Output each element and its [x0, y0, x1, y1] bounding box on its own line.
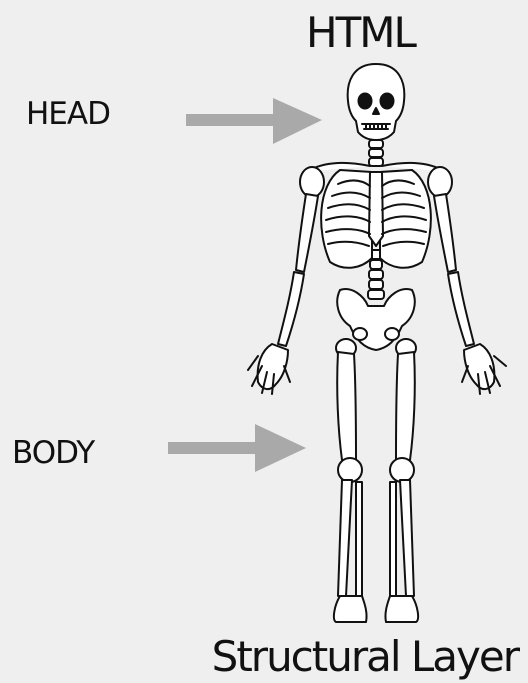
body-arrow	[168, 424, 306, 472]
diagram-caption: Structural Layer	[212, 632, 518, 681]
left-arm	[248, 194, 318, 394]
left-leg	[334, 339, 367, 622]
right-leg	[385, 339, 418, 622]
head-arrow	[186, 98, 322, 144]
right-arm	[434, 194, 506, 394]
skull	[348, 64, 405, 140]
